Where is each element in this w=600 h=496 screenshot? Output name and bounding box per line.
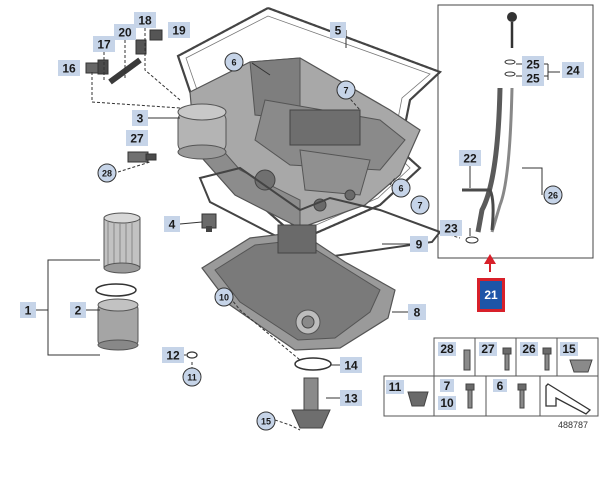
callout-15: 15 xyxy=(256,411,276,431)
svg-text:20: 20 xyxy=(118,26,132,40)
callout-4: 4 xyxy=(164,216,180,232)
sensor-19 xyxy=(149,29,163,41)
svg-text:21: 21 xyxy=(484,288,498,302)
svg-text:26: 26 xyxy=(548,191,558,201)
callout-6a: 6 xyxy=(224,52,244,72)
oil-filter-element xyxy=(103,212,141,274)
direction-arrow-icon xyxy=(545,383,592,415)
svg-text:6: 6 xyxy=(398,184,403,194)
callout-19: 19 xyxy=(168,22,190,38)
callout-11: 11 xyxy=(182,367,202,387)
oil-pressure-sensor xyxy=(127,151,157,163)
callout-20: 20 xyxy=(114,24,136,40)
svg-text:7: 7 xyxy=(444,379,451,393)
svg-text:14: 14 xyxy=(344,359,358,373)
svg-text:5: 5 xyxy=(335,24,342,38)
oil-pump-pickup xyxy=(291,377,331,429)
callout-25b: 25 xyxy=(522,70,544,86)
diagram-number: 488787 xyxy=(558,420,588,430)
dipstick-group-frame xyxy=(437,4,594,259)
bolt-28-sketch xyxy=(463,349,471,371)
callout-9: 9 xyxy=(410,236,428,252)
callout-21-highlighted[interactable]: 21 xyxy=(477,278,505,312)
seal-12 xyxy=(186,351,198,359)
svg-text:22: 22 xyxy=(463,152,477,166)
plug-15-sketch xyxy=(569,359,593,373)
callout-13: 13 xyxy=(340,390,362,406)
svg-text:27: 27 xyxy=(130,132,144,146)
oil-level-sensor xyxy=(201,213,217,232)
callout-1: 1 xyxy=(20,302,36,318)
svg-text:19: 19 xyxy=(172,24,186,38)
svg-text:28: 28 xyxy=(440,342,454,356)
callout-23: 23 xyxy=(440,220,462,236)
svg-text:15: 15 xyxy=(562,342,576,356)
callout-7b: 7 xyxy=(410,195,430,215)
callout-14: 14 xyxy=(340,357,362,373)
callout-12: 12 xyxy=(162,347,184,363)
svg-text:7: 7 xyxy=(417,201,422,211)
svg-text:11: 11 xyxy=(187,373,197,383)
svg-text:10: 10 xyxy=(440,396,454,410)
callout-17: 17 xyxy=(93,36,115,52)
plug-11-sketch xyxy=(407,391,429,407)
svg-text:4: 4 xyxy=(169,218,176,232)
callout-7a: 7 xyxy=(336,80,356,100)
svg-text:24: 24 xyxy=(566,64,580,78)
svg-text:16: 16 xyxy=(62,62,76,76)
lower-oil-pan xyxy=(201,224,396,351)
callout-25a: 25 xyxy=(522,56,544,72)
svg-text:1: 1 xyxy=(25,304,32,318)
callout-28: 28 xyxy=(97,163,117,183)
bolt-27-sketch xyxy=(502,347,512,355)
connector-18 xyxy=(135,39,147,55)
callout-8: 8 xyxy=(408,304,426,320)
callout-2: 2 xyxy=(70,302,86,318)
svg-text:28: 28 xyxy=(102,169,112,179)
svg-text:15: 15 xyxy=(261,417,271,427)
svg-text:2: 2 xyxy=(75,304,82,318)
svg-text:12: 12 xyxy=(166,349,180,363)
callout-6b: 6 xyxy=(391,178,411,198)
callout-3: 3 xyxy=(132,110,148,126)
svg-text:25: 25 xyxy=(526,72,540,86)
bolt-7-10-sketch xyxy=(465,383,475,391)
oil-filter-housing xyxy=(177,103,227,160)
svg-text:13: 13 xyxy=(344,392,358,406)
oil-filter-cover xyxy=(97,298,139,351)
bolt-26-sketch xyxy=(542,347,552,355)
svg-text:17: 17 xyxy=(97,38,111,52)
callout-10: 10 xyxy=(214,287,234,307)
svg-text:10: 10 xyxy=(219,293,229,303)
svg-text:27: 27 xyxy=(481,342,495,356)
dipstick-assembly xyxy=(462,12,517,244)
callout-24: 24 xyxy=(562,62,584,78)
o-ring-2 xyxy=(95,283,137,297)
o-ring-14 xyxy=(294,357,332,371)
svg-text:26: 26 xyxy=(522,342,536,356)
callout-5: 5 xyxy=(330,22,346,38)
callout-16: 16 xyxy=(58,60,80,76)
svg-text:6: 6 xyxy=(497,379,504,393)
upper-oil-pan xyxy=(189,57,421,229)
parts-table: 28 27 26 15 11 7 10 6 xyxy=(383,337,599,417)
sensor-17 xyxy=(97,59,109,75)
svg-text:3: 3 xyxy=(137,112,144,126)
svg-text:18: 18 xyxy=(138,14,152,28)
svg-text:23: 23 xyxy=(444,222,458,236)
callout-22: 22 xyxy=(459,150,481,166)
svg-text:8: 8 xyxy=(414,306,421,320)
svg-text:11: 11 xyxy=(389,380,402,394)
svg-text:9: 9 xyxy=(416,238,423,252)
callout-26: 26 xyxy=(543,185,563,205)
svg-text:25: 25 xyxy=(526,58,540,72)
callout-18: 18 xyxy=(134,12,156,28)
bolt-16 xyxy=(85,62,99,74)
bolt-6-sketch xyxy=(517,383,527,391)
svg-text:7: 7 xyxy=(343,86,348,96)
svg-text:6: 6 xyxy=(231,58,236,68)
callout-27: 27 xyxy=(126,130,148,146)
